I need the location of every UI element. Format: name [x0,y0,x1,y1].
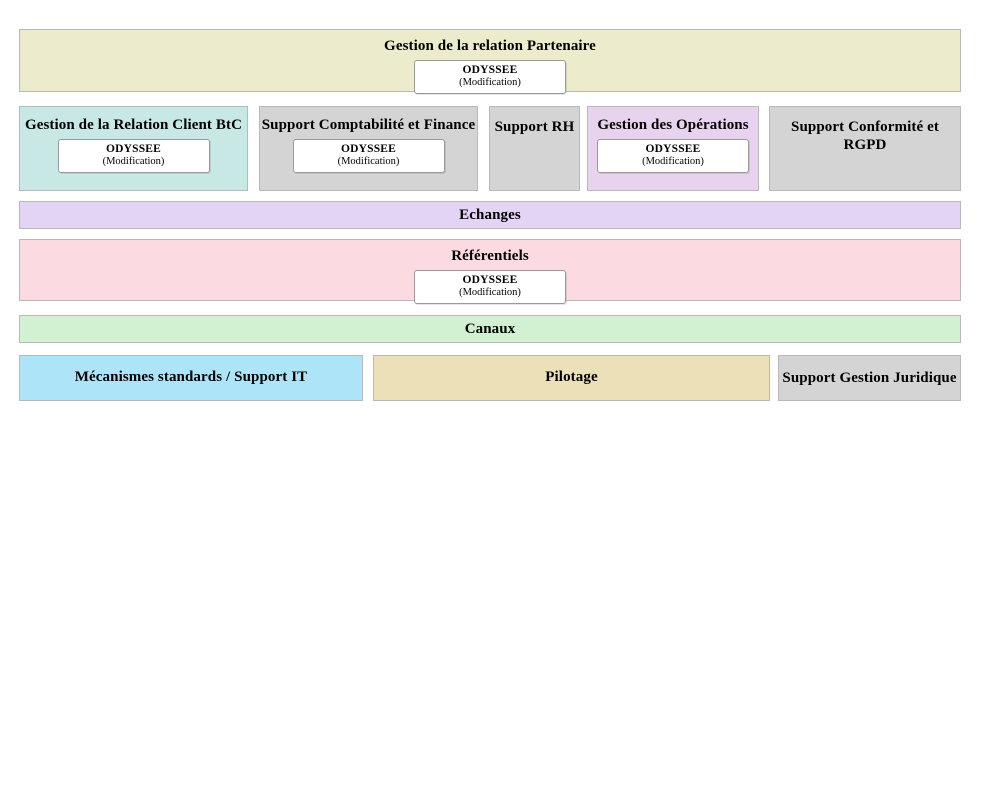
app-name: ODYSSEE [105,143,162,155]
app-name: ODYSSEE [462,64,518,76]
card-title: Support Comptabilité et Finance [261,117,476,133]
band-gestion-relation-partenaire[interactable]: Gestion de la relation Partenaire ODYSSE… [19,29,961,94]
band-echanges[interactable]: Echanges [19,201,961,229]
card-title: Mécanismes standards / Support IT [74,369,308,385]
app-name: ODYSSEE [645,143,701,155]
band-canaux[interactable]: Canaux [19,315,961,343]
card-support-rh[interactable]: Support RH [489,106,580,191]
app-state: (Modification) [337,156,400,167]
card-pilotage[interactable]: Pilotage [373,355,770,401]
band-title: Echanges [459,207,521,223]
band-title: Référentiels [451,248,529,264]
app-state: (Modification) [459,77,521,88]
domain-card-row: Gestion de la Relation Client BtC ODYSSE… [19,106,961,191]
card-title: Support RH [494,119,575,135]
app-name: ODYSSEE [340,143,397,155]
app-box-odyssee[interactable]: ODYSSEE (Modification) [57,139,210,173]
card-title: Support Gestion Juridique [782,370,957,386]
card-gestion-relation-client-btc[interactable]: Gestion de la Relation Client BtC ODYSSE… [19,106,248,191]
capability-map: Gestion de la relation Partenaire ODYSSE… [19,29,961,401]
card-support-gestion-juridique[interactable]: Support Gestion Juridique [778,355,961,401]
app-state: (Modification) [642,156,704,167]
app-box-odyssee[interactable]: ODYSSEE (Modification) [414,60,566,94]
band-referentiels[interactable]: Référentiels ODYSSEE (Modification) [19,239,961,304]
app-box-odyssee[interactable]: ODYSSEE (Modification) [597,139,749,173]
band-title: Gestion de la relation Partenaire [384,38,596,54]
band-title: Canaux [464,321,516,337]
card-title: Pilotage [545,369,598,385]
card-gestion-des-operations[interactable]: Gestion des Opérations ODYSSEE (Modifica… [587,106,759,191]
app-box-odyssee[interactable]: ODYSSEE (Modification) [292,139,445,173]
card-title: Support Conformité et RGPD [791,119,939,153]
support-card-row: Mécanismes standards / Support IT Pilota… [19,355,961,401]
app-state: (Modification) [459,287,521,298]
card-title: Gestion de la Relation Client BtC [24,117,243,133]
app-box-odyssee[interactable]: ODYSSEE (Modification) [414,270,566,304]
card-title: Gestion des Opérations [597,117,749,133]
card-support-conformite-rgpd[interactable]: Support Conformité et RGPD [769,106,961,191]
card-mecanismes-standards-support-it[interactable]: Mécanismes standards / Support IT [19,355,363,401]
card-support-comptabilite-finance[interactable]: Support Comptabilité et Finance ODYSSEE … [259,106,478,191]
app-state: (Modification) [102,156,165,167]
app-name: ODYSSEE [462,274,518,286]
